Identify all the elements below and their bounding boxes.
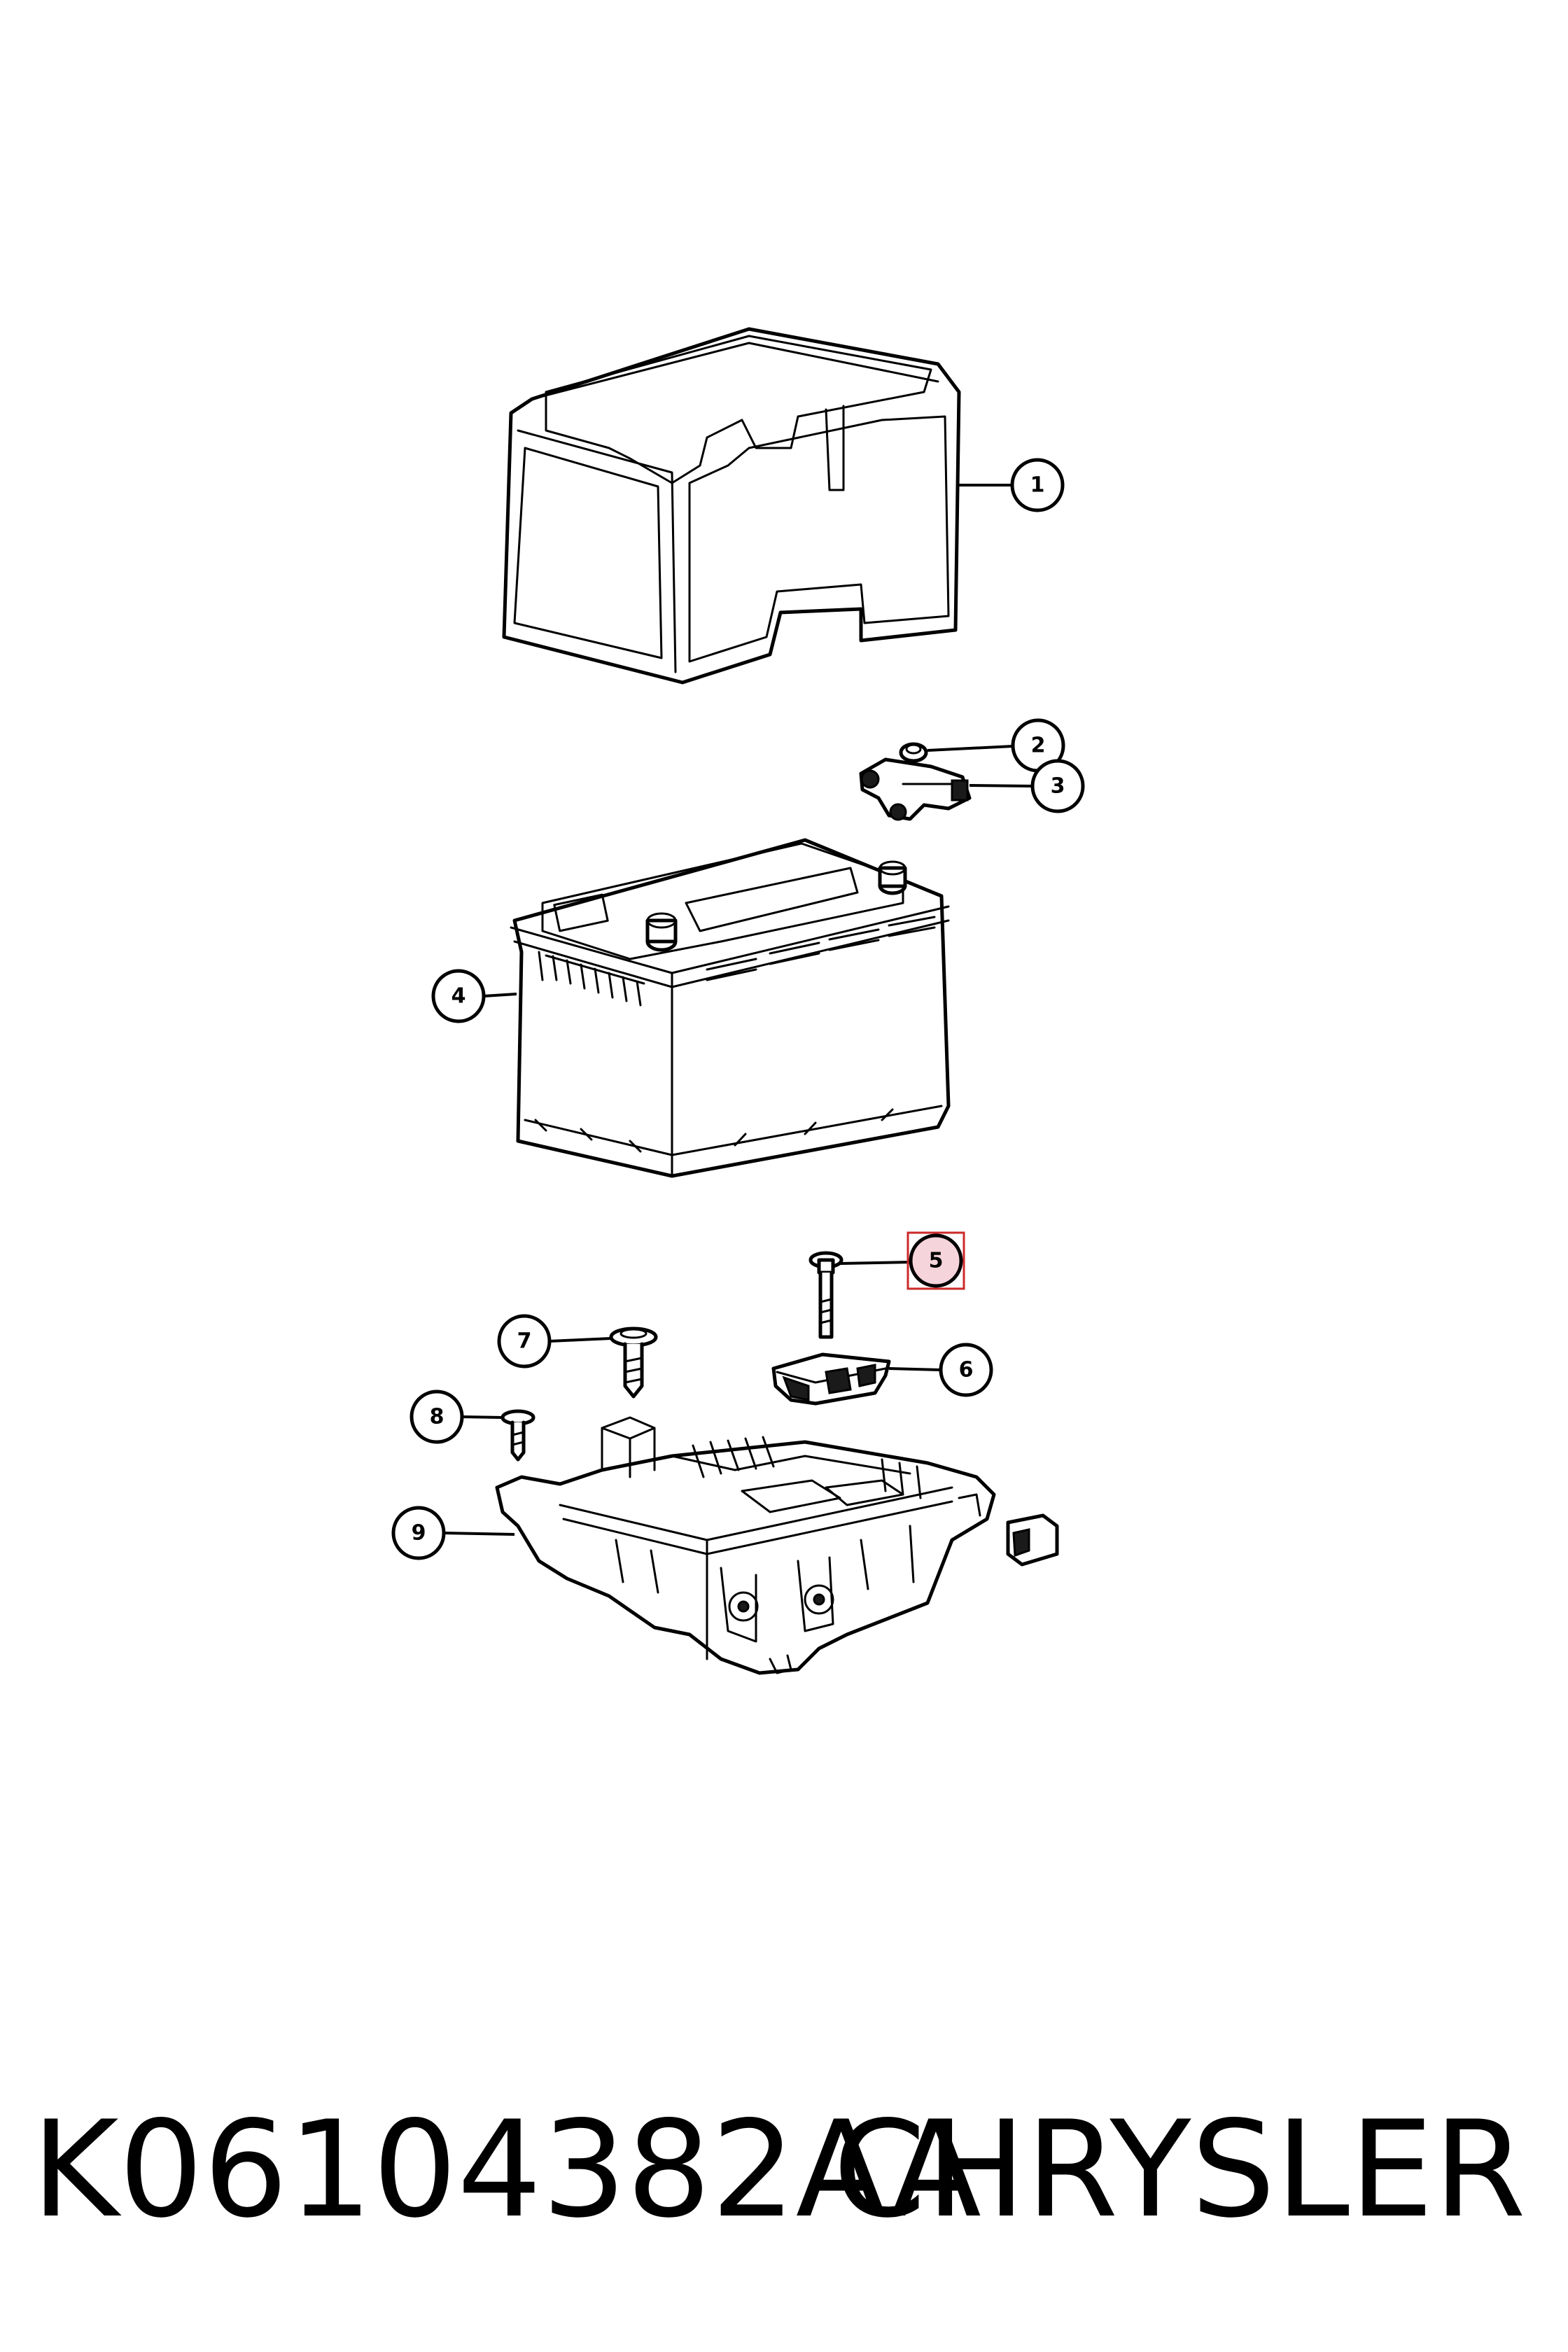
callout-5-label: 5 bbox=[929, 1249, 944, 1273]
selected-callout-highlight bbox=[906, 1231, 965, 1290]
leader-2 bbox=[927, 745, 1014, 752]
callout-4-label: 4 bbox=[451, 984, 466, 1009]
callout-4[interactable]: 4 bbox=[431, 969, 486, 1023]
callout-8[interactable]: 8 bbox=[410, 1390, 464, 1444]
leader-5 bbox=[839, 1261, 911, 1265]
leader-4 bbox=[483, 993, 517, 997]
callout-7[interactable]: 7 bbox=[497, 1314, 552, 1368]
leader-6 bbox=[888, 1367, 941, 1371]
tray-connector-drawing bbox=[1006, 1513, 1059, 1567]
callout-5[interactable]: 5 bbox=[909, 1233, 963, 1288]
callout-1-label: 1 bbox=[1030, 473, 1045, 498]
footer: K06104382AA CHRYSLER bbox=[0, 2093, 1568, 2247]
brand-name: CHRYSLER bbox=[833, 2092, 1526, 2247]
leader-8 bbox=[461, 1415, 503, 1419]
leader-7 bbox=[549, 1337, 612, 1343]
leader-9 bbox=[443, 1532, 515, 1536]
small-screw-drawing bbox=[500, 1409, 536, 1462]
callout-9-label: 9 bbox=[412, 1521, 426, 1546]
nut-drawing bbox=[899, 742, 928, 763]
hold-down-bracket-drawing bbox=[771, 1352, 891, 1406]
callout-1[interactable]: 1 bbox=[1010, 458, 1065, 512]
battery-cover-drawing bbox=[502, 327, 961, 685]
callout-2[interactable]: 2 bbox=[1011, 718, 1065, 773]
callout-8-label: 8 bbox=[430, 1405, 444, 1429]
callout-6-label: 6 bbox=[959, 1358, 974, 1382]
part-number: K06104382AA bbox=[31, 2092, 981, 2247]
callout-2-label: 2 bbox=[1031, 734, 1046, 758]
screw-drawing bbox=[609, 1326, 658, 1399]
callout-3[interactable]: 3 bbox=[1030, 759, 1085, 813]
battery-drawing bbox=[510, 838, 951, 1178]
terminal-clamp-drawing bbox=[859, 757, 972, 821]
callout-3-label: 3 bbox=[1051, 774, 1065, 799]
leader-lines bbox=[443, 484, 1033, 1536]
leader-3 bbox=[969, 784, 1033, 788]
bolt-drawing bbox=[808, 1251, 844, 1339]
callout-7-label: 7 bbox=[517, 1329, 532, 1354]
callout-9[interactable]: 9 bbox=[391, 1506, 446, 1560]
callout-6[interactable]: 6 bbox=[939, 1343, 993, 1397]
battery-tray-drawing bbox=[495, 1416, 996, 1675]
